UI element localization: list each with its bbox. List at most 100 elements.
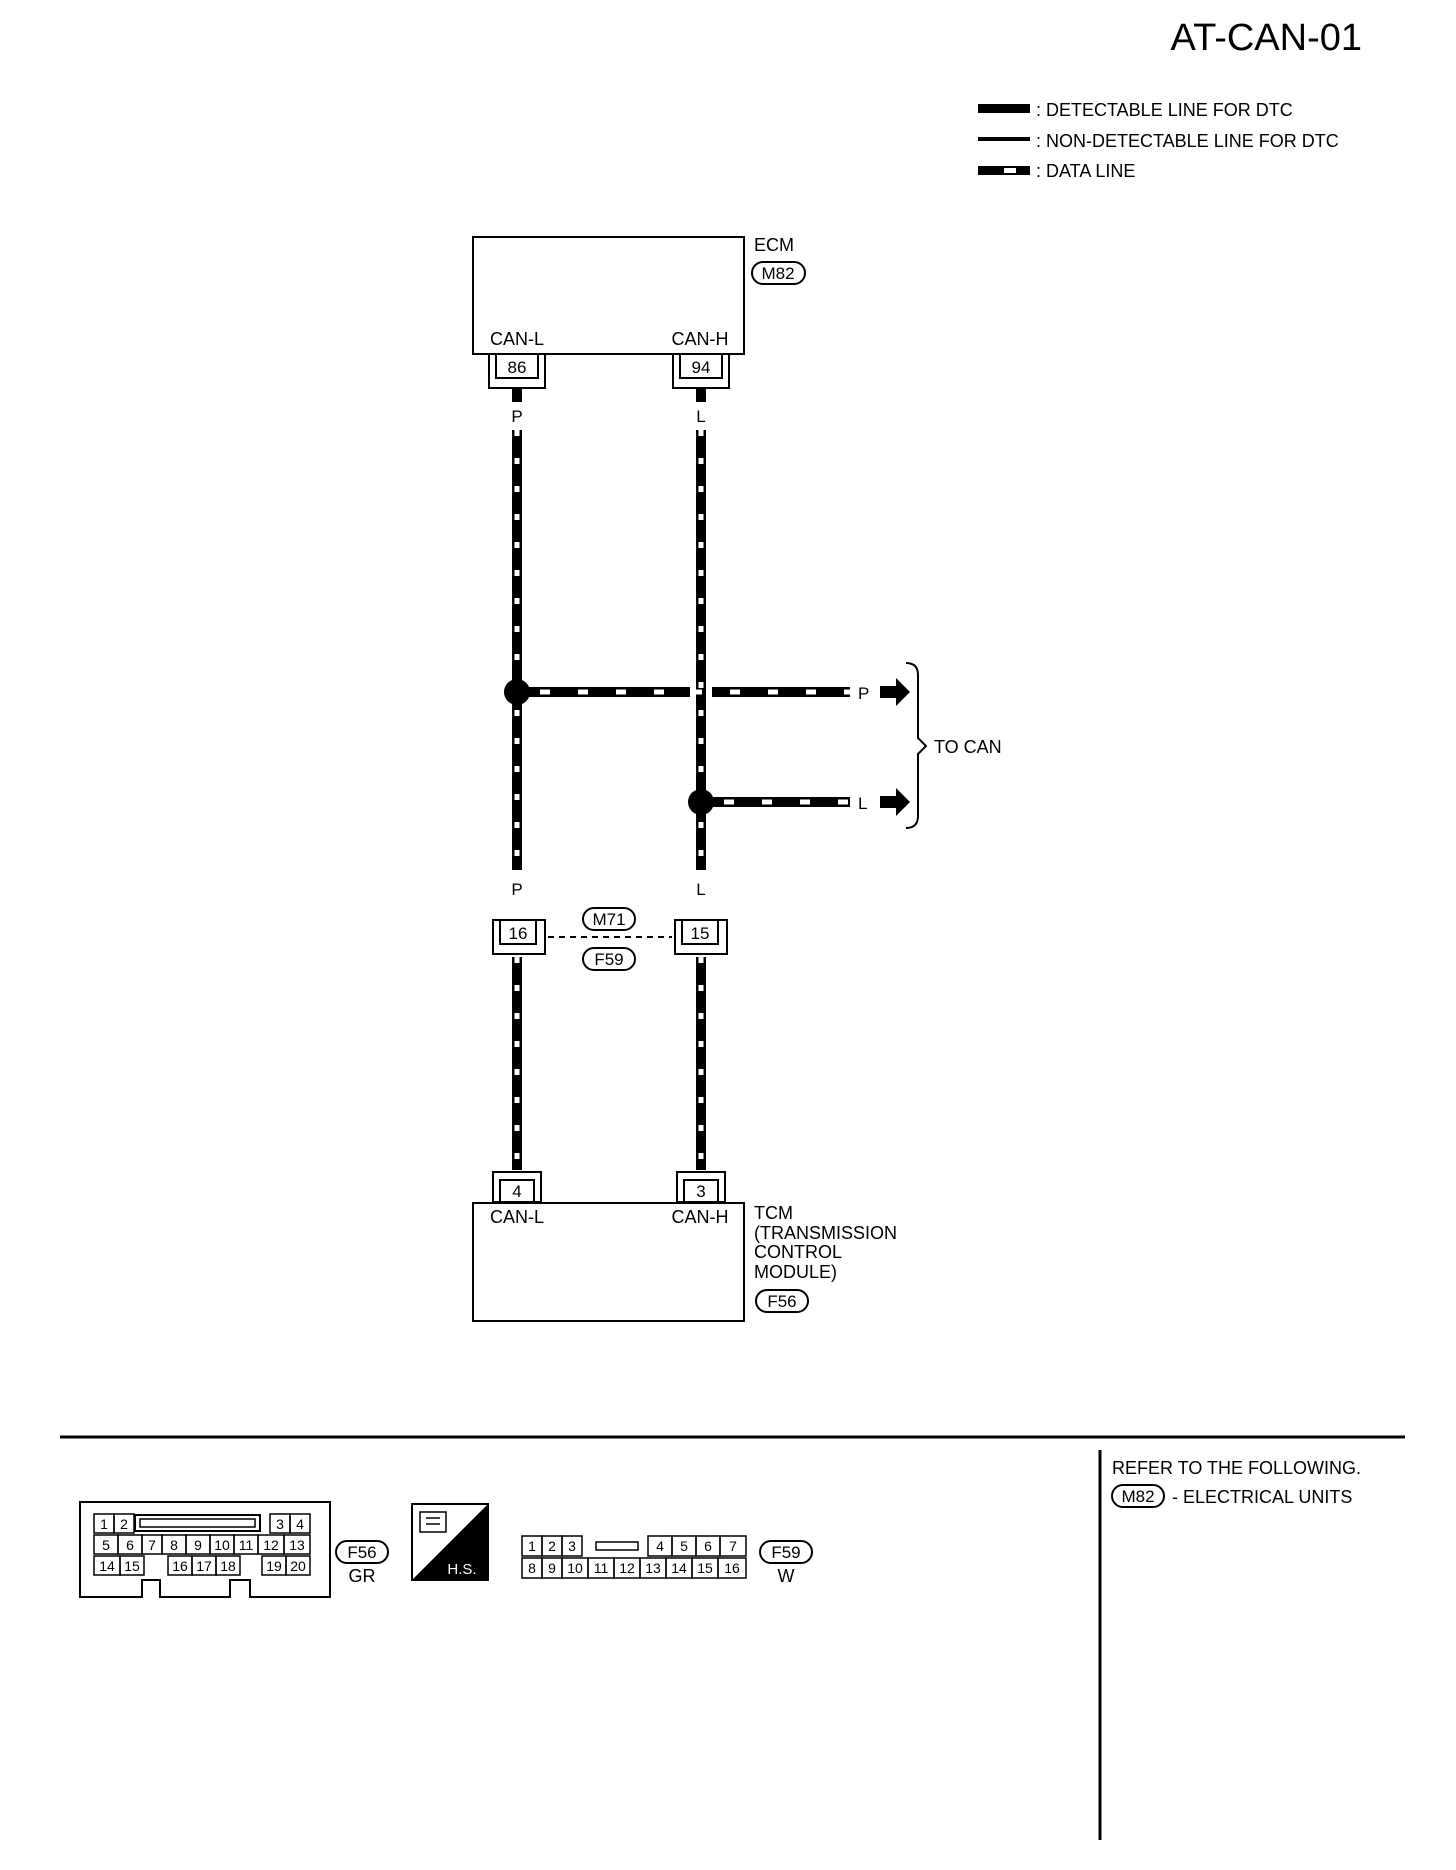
splice-right (688, 789, 714, 815)
f59-pin: 3 (568, 1538, 576, 1554)
branch-p-color: P (858, 684, 869, 703)
legend-detectable-label: : DETECTABLE LINE FOR DTC (1036, 100, 1293, 120)
refer-heading: REFER TO THE FOLLOWING. (1112, 1458, 1361, 1478)
f56-housing (79, 1501, 331, 1598)
f59-pin: 8 (528, 1560, 536, 1576)
f59-pin: 15 (697, 1560, 713, 1576)
diagram-id: AT-CAN-01 (1171, 17, 1362, 59)
f56-pin: 7 (148, 1537, 156, 1553)
branch-p-arrow-icon (880, 678, 910, 706)
f59-pin: 11 (594, 1560, 609, 1576)
legend-data-line-gap (1004, 168, 1016, 173)
joint-pin-right-box (681, 919, 719, 945)
f59-pin: 10 (567, 1560, 583, 1576)
f59-pin: 7 (729, 1538, 737, 1554)
f56-pin: 17 (196, 1558, 212, 1574)
joint-pin-left: 16 (509, 924, 528, 943)
f59-color: W (778, 1566, 795, 1586)
f59-row2 (521, 1557, 747, 1579)
f56-pin: 20 (290, 1558, 306, 1574)
f56-pin: 6 (126, 1537, 134, 1553)
f59-pin: 12 (619, 1560, 635, 1576)
legend-non-detectable-label: : NON-DETECTABLE LINE FOR DTC (1036, 131, 1339, 151)
ecm-name: ECM (754, 235, 794, 255)
wire-right-color-bottom: L (696, 970, 705, 989)
f59-latch (595, 1541, 639, 1551)
f56-pin: 12 (263, 1537, 279, 1553)
f59-pin: 1 (528, 1538, 536, 1554)
f59-pin: 4 (656, 1538, 664, 1554)
joint-connector: 16 15 M71 F59 (492, 907, 728, 971)
f59-pin: 6 (704, 1538, 712, 1554)
ecm-pin-left-label: CAN-L (490, 329, 544, 349)
tcm-pin-left: 4 (512, 1182, 521, 1201)
f56-pin: 9 (194, 1537, 202, 1553)
connector-view-f56: 1 2 3 4 5 6 7 8 9 10 11 12 13 (79, 1501, 389, 1598)
f59-pin: 13 (645, 1560, 661, 1576)
hs-label: H.S. (447, 1561, 476, 1578)
f56-color: GR (349, 1566, 376, 1586)
ecm-connector-badge (751, 261, 806, 285)
branch-l: L (688, 788, 910, 816)
f59-pin: 9 (548, 1560, 556, 1576)
tcm-connector-badge (755, 1289, 809, 1313)
ecm-pin-right: 94 (692, 358, 711, 377)
f59-pin: 5 (680, 1538, 688, 1554)
refer-section: REFER TO THE FOLLOWING. M82 - ELECTRICAL… (1111, 1458, 1361, 1508)
f59-pin: 16 (724, 1560, 740, 1576)
f56-pin: 14 (99, 1558, 115, 1574)
f56-pin: 16 (172, 1558, 188, 1574)
legend-non-detectable-swatch (978, 137, 1030, 141)
wire-right-color-mid: L (696, 880, 705, 899)
joint-connector-bottom: F59 (594, 950, 623, 969)
ecm-pin-left: 86 (508, 358, 527, 377)
tcm-unit: 4 3 CAN-L CAN-H TCM (TRANSMISSION CONTRO… (472, 1171, 897, 1322)
f56-pin: 1 (100, 1516, 108, 1532)
legend: : DETECTABLE LINE FOR DTC : NON-DETECTAB… (978, 100, 1339, 181)
refer-text: - ELECTRICAL UNITS (1172, 1487, 1352, 1507)
wire-left-color-mid: P (511, 880, 522, 899)
ecm-unit: ECM M82 CAN-L CAN-H 86 94 (472, 235, 806, 389)
ecm-pin-right-label: CAN-H (672, 329, 729, 349)
f56-pin: 4 (296, 1516, 304, 1532)
f56-id-badge (335, 1540, 389, 1564)
harness-side-symbol: H.S. (411, 1503, 489, 1581)
tcm-box (472, 1202, 745, 1322)
to-can-label: TO CAN (934, 737, 1002, 757)
branch-l-color: L (858, 794, 867, 813)
wire-left-color-bottom: P (511, 970, 522, 989)
tcm-name-line4: MODULE) (754, 1262, 837, 1282)
refer-connector-id: M82 (1121, 1487, 1154, 1506)
wire-left-color-top: P (511, 407, 522, 426)
connector-view-f59: 1 2 3 4 5 6 7 8 9 10 11 12 13 14 15 16 F… (521, 1535, 813, 1586)
tcm-pin-left-label: CAN-L (490, 1207, 544, 1227)
joint-connector-bottom-badge (582, 947, 636, 971)
tcm-name-line3: CONTROL (754, 1242, 842, 1262)
f59-pin: 14 (671, 1560, 687, 1576)
ecm-pin-right-box (679, 353, 723, 379)
f56-pin: 2 (120, 1516, 128, 1532)
f56-latch (134, 1514, 261, 1532)
ecm-connector-id: M82 (761, 264, 794, 283)
joint-pin-left-box (499, 919, 537, 945)
f56-pin: 8 (170, 1537, 178, 1553)
tcm-pin-right: 3 (696, 1182, 705, 1201)
hs-connector-icon (419, 1511, 447, 1533)
tcm-name-line1: TCM (754, 1203, 793, 1223)
f56-row3 (93, 1555, 311, 1576)
to-can-bracket (905, 662, 928, 829)
joint-connector-top-badge (582, 907, 636, 931)
splice-left (504, 679, 530, 705)
joint-connector-top: M71 (592, 910, 625, 929)
f56-pin: 11 (239, 1537, 254, 1553)
f56-pin: 15 (124, 1558, 140, 1574)
tcm-connector-id: F56 (767, 1292, 796, 1311)
ecm-pin-left-box (495, 353, 539, 379)
f59-id-badge (759, 1540, 813, 1564)
ecm-box (472, 236, 745, 355)
f59-id: F59 (771, 1543, 800, 1562)
f56-id: F56 (347, 1543, 376, 1562)
f56-pin: 5 (102, 1537, 110, 1553)
f56-pin: 3 (276, 1516, 284, 1532)
